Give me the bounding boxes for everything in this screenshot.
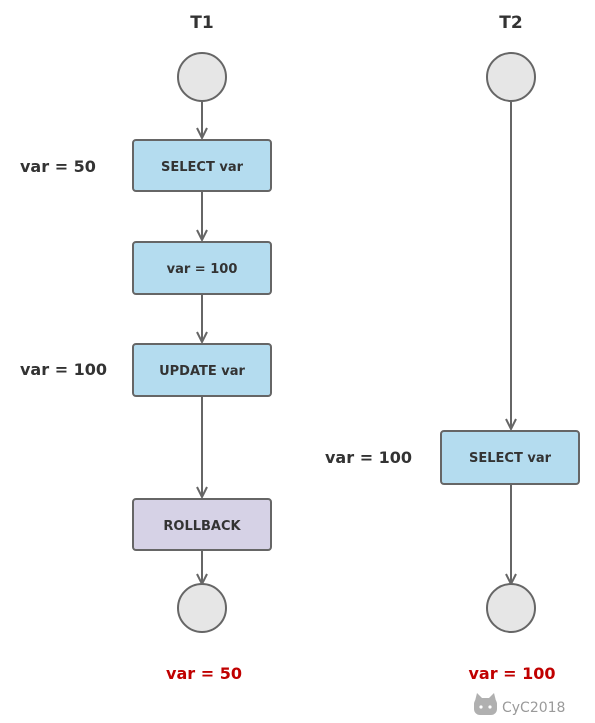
t1-select-label: SELECT var — [161, 160, 244, 175]
t2-select-label: SELECT var — [469, 451, 552, 466]
t2-select-value-label: var = 100 — [325, 448, 412, 467]
t2-result-label: var = 100 — [468, 664, 555, 683]
t1-update-box — [132, 343, 272, 397]
watermark: CyC2018 — [474, 693, 565, 716]
t1-assign-label: var = 100 — [167, 262, 238, 277]
t1-rollback-step: ROLLBACK — [132, 498, 272, 551]
t1-select-box — [132, 139, 272, 192]
t1-rollback-box — [132, 498, 272, 551]
github-cat-icon — [474, 693, 497, 715]
watermark-text: CyC2018 — [502, 700, 565, 716]
t1-assign-step: var = 100 — [132, 241, 272, 295]
t1-select-value-label: var = 50 — [20, 157, 96, 176]
t1-result-label: var = 50 — [166, 664, 242, 683]
t1-assign-box — [132, 241, 272, 295]
t1-rollback-label: ROLLBACK — [163, 519, 241, 534]
t1-update-value-label: var = 100 — [20, 360, 107, 379]
t1-select-step: SELECT var — [132, 139, 272, 192]
t2-title: T2 — [499, 13, 522, 33]
t2-start-node — [486, 52, 536, 102]
t1-title: T1 — [190, 13, 213, 33]
t2-select-step: SELECT var — [440, 430, 580, 485]
t1-start-node — [177, 52, 227, 102]
t1-end-node — [177, 583, 227, 633]
t1-update-label: UPDATE var — [159, 364, 245, 379]
t1-update-step: UPDATE var — [132, 343, 272, 397]
t2-end-node — [486, 583, 536, 633]
t2-select-box — [440, 430, 580, 485]
